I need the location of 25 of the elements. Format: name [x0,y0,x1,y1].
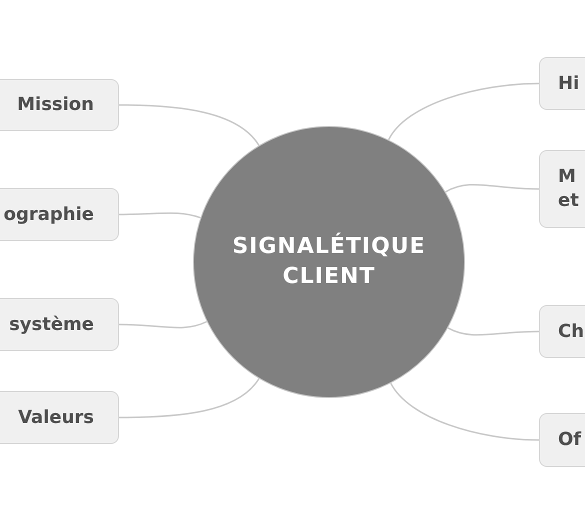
connector-line [119,378,260,418]
topic-label: SIGNALÉTIQUE CLIENT [231,232,427,291]
connector-line [119,104,260,146]
branch-label: ographie [4,202,94,226]
branch-label: M et [558,165,580,213]
branch-box [0,391,119,444]
connector-line [118,320,208,328]
connector-line [390,382,540,441]
branch-box [0,188,119,241]
connector-line [445,184,540,193]
branch-box [0,79,119,131]
branch-label: Hi [558,72,580,96]
branch-label: Valeurs [18,406,94,430]
branch-label: système [9,312,94,336]
branch-box [539,150,585,228]
connector-line [388,82,540,140]
branch-box [539,57,585,110]
branch-label: Mission [17,93,94,117]
connector-line [448,327,540,336]
branch-label: Ch [558,320,584,344]
connector-line [119,212,201,218]
branch-label: Of [558,428,582,452]
branch-box [0,298,119,351]
branch-box [539,413,585,467]
branch-box [539,305,585,358]
